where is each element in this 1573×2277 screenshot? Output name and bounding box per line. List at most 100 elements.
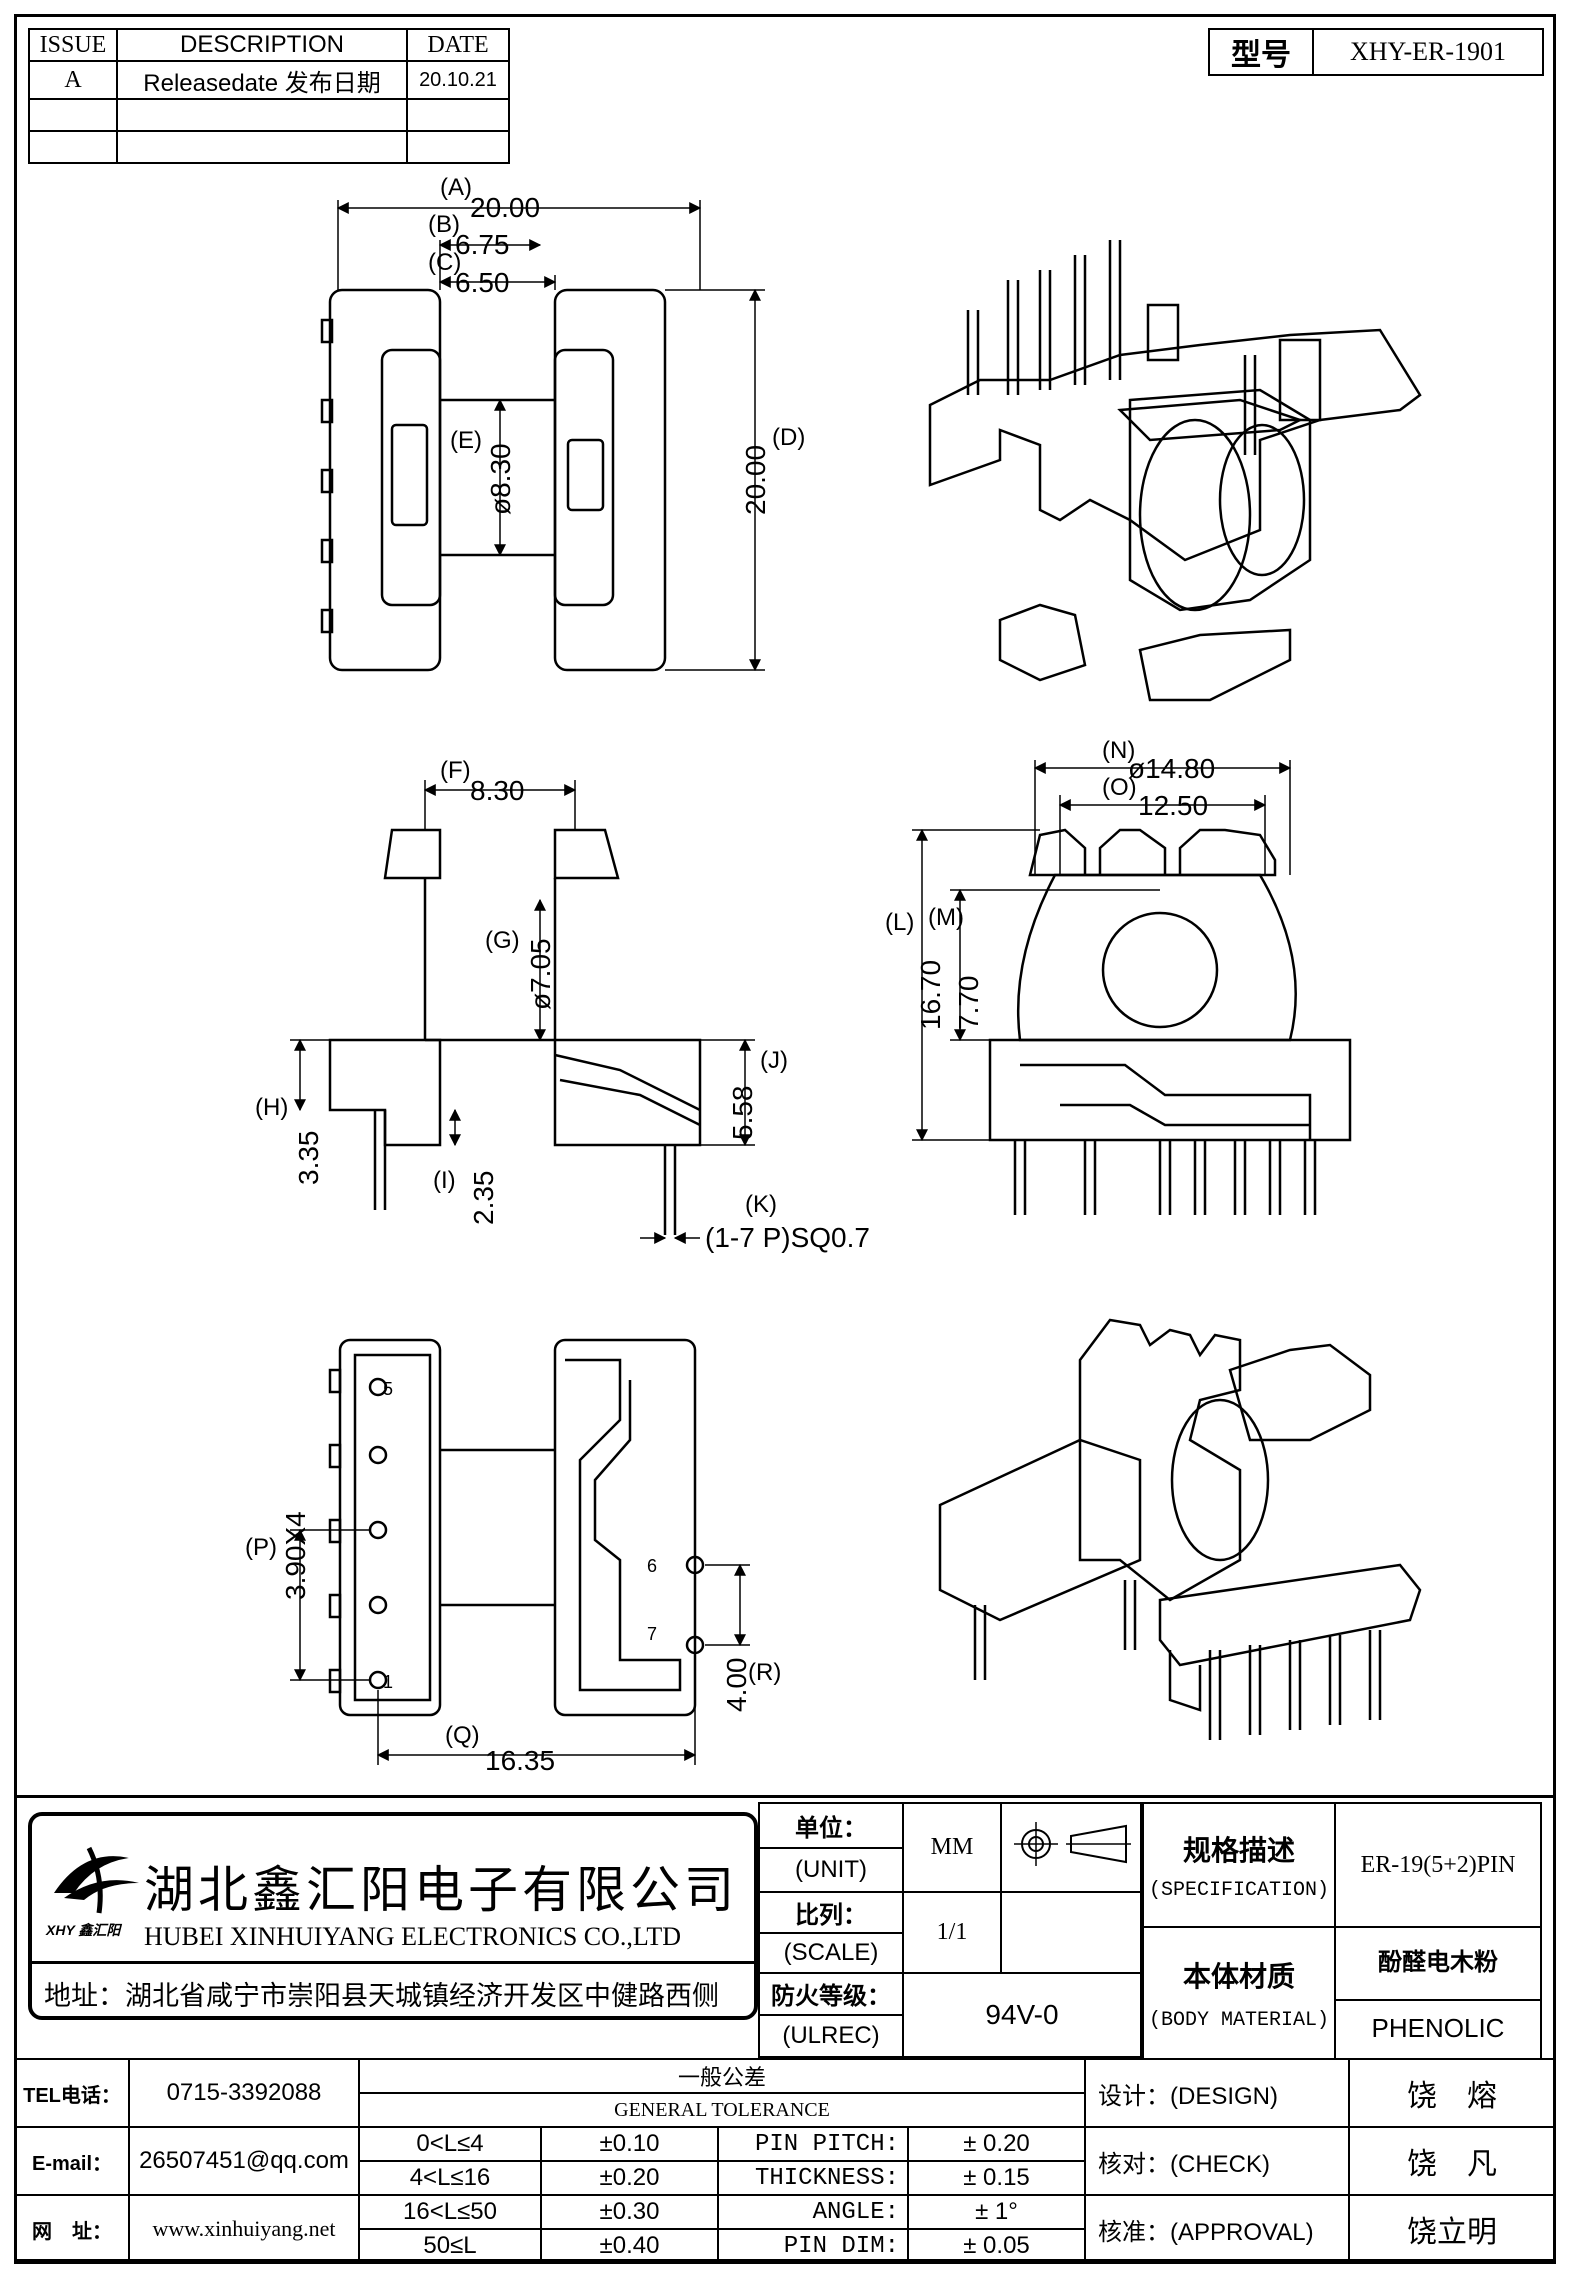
tel-label: TEL电话：	[14, 2058, 130, 2128]
dim-tag-c: (C)	[428, 249, 461, 276]
spec-table: 规格描述 (SPECIFICATION) ER-19(5+2)PIN 本体材质 …	[1142, 1802, 1542, 2060]
dim-value-n: ø14.80	[1128, 753, 1215, 784]
pin-number-label: 1	[383, 1672, 393, 1692]
spec-value: ER-19(5+2)PIN	[1334, 1802, 1542, 1928]
title-block-divider	[14, 1795, 1556, 1798]
tolerance-title-en: GENERAL TOLERANCE	[358, 2092, 1086, 2128]
spec-label-cn: 规格描述	[1182, 1834, 1295, 1866]
dim-value-j: 5.58	[727, 1086, 758, 1141]
front-view	[988, 828, 1352, 1215]
technical-drawing: (A) 20.00 (B) 6.75 (C) 6.50 (D) 20.00 (E…	[245, 174, 1422, 1776]
dim-value-e: ø8.30	[485, 443, 516, 515]
material-value-en: PHENOLIC	[1336, 1999, 1540, 2044]
dim-value-d: 20.00	[740, 445, 771, 515]
dim-value-r: 4.00	[721, 1658, 752, 1713]
spec-tol-value: ± 1°	[907, 2194, 1086, 2230]
bottom-view	[328, 1338, 705, 1717]
dim-value-h: 3.35	[293, 1131, 324, 1186]
dim-tag-h: (H)	[255, 1094, 288, 1121]
spec-tol-name: ANGLE:	[717, 2194, 909, 2230]
dim-value-k: (1-7 P)SQ0.7	[705, 1222, 870, 1253]
spec-label-cell: 规格描述 (SPECIFICATION)	[1142, 1802, 1336, 1928]
rev-cell	[406, 98, 510, 132]
dim-value-q: 16.35	[485, 1745, 555, 1776]
tolerance-range: 16<L≤50	[358, 2194, 542, 2230]
dim-value-i: 2.35	[468, 1171, 499, 1226]
pin-number-label: 6	[647, 1556, 657, 1576]
tolerance-range: 50≤L	[358, 2228, 542, 2264]
material-label-cn: 本体材质	[1182, 1960, 1295, 1992]
side-view	[328, 828, 702, 1235]
scale-value: 1/1	[902, 1891, 1002, 1974]
dim-value-b: 6.75	[455, 229, 510, 260]
dim-value-o: 12.50	[1138, 790, 1208, 821]
company-name-en: HUBEI XINHUIYANG ELECTRONICS CO.,LTD	[144, 1922, 682, 1951]
dim-tag-e: (E)	[450, 427, 482, 454]
dim-tag-q: (Q)	[445, 1722, 480, 1749]
dim-value-l: 16.70	[915, 960, 946, 1030]
email-value: 26507451@qq.com	[128, 2126, 360, 2196]
rev-cell: 20.10.21	[406, 60, 510, 100]
design-value: 饶 熔	[1348, 2058, 1556, 2128]
spec-tol-value: ± 0.15	[907, 2160, 1086, 2196]
tolerance-title-cn: 一般公差	[358, 2058, 1086, 2094]
rev-cell	[406, 130, 510, 164]
pin-number-label: 5	[383, 1379, 393, 1399]
rev-cell	[28, 98, 118, 132]
rev-header-date: DATE	[406, 28, 510, 62]
material-value-cn: 酚醛电木粉	[1378, 1949, 1498, 1976]
dim-tag-o: (O)	[1102, 774, 1137, 801]
dim-value-f: 8.30	[470, 775, 525, 806]
dim-value-c: 6.50	[455, 267, 510, 298]
check-label: 核对：(CHECK)	[1084, 2126, 1350, 2196]
pin-number-label: 7	[647, 1624, 657, 1644]
tolerance-value: ±0.30	[540, 2194, 719, 2230]
approval-label: 核准：(APPROVAL)	[1084, 2194, 1350, 2264]
logo-text: XHY 鑫汇阳	[46, 1922, 121, 1938]
spec-tol-name: PIN DIM:	[717, 2228, 909, 2264]
company-logo	[44, 1838, 144, 1928]
model-label: 型号	[1208, 28, 1314, 76]
rev-header-issue: ISSUE	[28, 28, 118, 62]
projection-icon	[1014, 1822, 1131, 1867]
spec-tol-value: ± 0.05	[907, 2228, 1086, 2264]
rev-cell	[28, 130, 118, 164]
isometric-view-bottom	[938, 1318, 1422, 1740]
dim-tag-b: (B)	[428, 211, 460, 238]
dim-value-a: 20.00	[470, 192, 540, 223]
dim-tag-i: (I)	[433, 1167, 456, 1194]
tolerance-value: ±0.40	[540, 2228, 719, 2264]
unit-label-en: (UNIT)	[758, 1846, 904, 1894]
dim-tag-a: (A)	[440, 174, 472, 201]
scale-label-cn: 比列：	[758, 1891, 904, 1934]
rev-cell: Releasedate 发布日期	[116, 60, 408, 100]
dim-tag-n: (N)	[1102, 737, 1135, 764]
isometric-view-top	[928, 240, 1422, 702]
spec-label-en: (SPECIFICATION)	[1148, 1878, 1330, 1902]
dim-tag-j: (J)	[760, 1047, 788, 1074]
flame-value: 94V-0	[902, 1971, 1142, 2059]
projection-symbol	[1000, 1801, 1142, 1894]
xhy-logo-icon	[54, 1846, 139, 1914]
spec-tol-name: THICKNESS:	[717, 2160, 909, 2196]
material-value-cell: 酚醛电木粉 PHENOLIC	[1334, 1926, 1542, 2060]
scale-label-en: (SCALE)	[758, 1931, 904, 1974]
flame-label-cn: 防火等级：	[758, 1971, 904, 2016]
model-box: 型号 XHY-ER-1901	[1208, 28, 1544, 76]
spec-tol-name: PIN PITCH:	[717, 2126, 909, 2162]
tolerance-table: TEL电话： 0715-3392088 一般公差 设计：(DESIGN) 饶 熔…	[14, 2058, 1556, 2264]
dim-value-g: ø7.05	[525, 938, 556, 1010]
rev-cell	[116, 130, 408, 164]
approval-value: 饶立明	[1348, 2194, 1556, 2264]
rev-cell: A	[28, 60, 118, 100]
unit-value: MM	[902, 1801, 1002, 1894]
dim-tag-k: (K)	[745, 1191, 777, 1218]
unit-label-cn: 单位：	[758, 1802, 904, 1849]
spec-tol-value: ± 0.20	[907, 2126, 1086, 2162]
dim-value-p: 3.90X4	[280, 1511, 311, 1600]
web-value: www.xinhuiyang.net	[128, 2194, 360, 2264]
material-label-cell: 本体材质 (BODY MATERIAL)	[1142, 1926, 1336, 2060]
company-divider	[32, 1961, 754, 1964]
web-label: 网 址：	[14, 2194, 130, 2264]
dim-tag-r: (R)	[748, 1659, 781, 1686]
